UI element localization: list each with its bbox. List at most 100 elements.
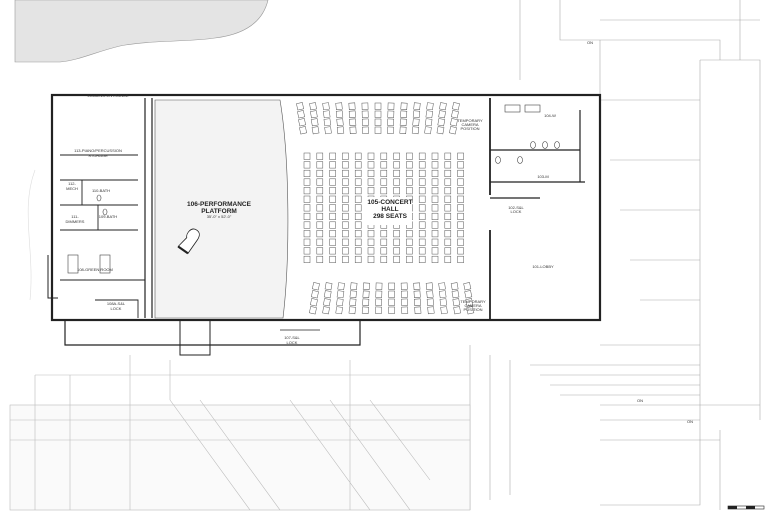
seat [438, 290, 447, 299]
grand-piano-icon [177, 228, 200, 255]
seat [406, 169, 413, 177]
seat [457, 178, 464, 186]
seat [296, 102, 304, 111]
seat [329, 152, 336, 160]
seat [367, 255, 375, 263]
site-hatched-area [14, 0, 269, 63]
seat [316, 221, 324, 229]
label-men: 103-M [537, 174, 548, 179]
seat [388, 306, 395, 314]
seat [418, 212, 426, 220]
seat [418, 187, 426, 195]
label-platform: 106-PERFORMANCE [187, 201, 252, 208]
seat [450, 282, 459, 291]
seat [380, 152, 388, 160]
seat [316, 178, 324, 186]
seat [354, 187, 362, 195]
seat [440, 306, 448, 315]
seat [329, 221, 336, 229]
label-mech: 112- [68, 181, 76, 186]
seat [342, 204, 349, 212]
seat [388, 282, 395, 290]
seat [374, 126, 382, 134]
seat [335, 102, 343, 111]
seat [374, 118, 382, 126]
seat [418, 161, 426, 169]
seat [452, 102, 460, 111]
seat [335, 306, 343, 315]
seat [323, 118, 332, 127]
seat [367, 178, 375, 186]
seat [311, 290, 319, 299]
seat [388, 290, 395, 298]
seat [342, 178, 349, 186]
seat [387, 102, 395, 110]
seat [393, 255, 400, 263]
seat [406, 152, 413, 160]
seat [413, 282, 421, 290]
label-loading: LOADING ENTRANCE [87, 93, 128, 98]
label-lock102-2: LOCK [511, 209, 522, 214]
seat [342, 169, 349, 177]
seat [464, 290, 473, 299]
seat [406, 161, 413, 169]
seat [342, 255, 349, 263]
seat [401, 290, 408, 298]
seat [324, 126, 332, 135]
seat [342, 161, 349, 169]
seat [393, 178, 400, 186]
label-lock107: 107-S&L [284, 335, 300, 340]
seat [393, 238, 400, 246]
room-labels: LOADING ENTRANCE 113-PIANO/PERCUSSION ST… [66, 40, 694, 424]
label-lock108a-2: LOCK [111, 306, 122, 311]
seat [427, 306, 435, 315]
seat [431, 221, 439, 229]
label-mech-2: MECH [66, 186, 78, 191]
seat [303, 230, 311, 238]
seat [354, 230, 362, 238]
seat [336, 126, 345, 135]
label-lock108a: 108A-S&L [107, 301, 126, 306]
seat [354, 161, 362, 169]
seat [303, 178, 311, 186]
seat [418, 204, 426, 212]
seat [431, 161, 439, 169]
seat [406, 255, 413, 263]
label-lock102: 102-S&L [508, 205, 524, 210]
seat [303, 238, 311, 246]
seat [309, 102, 317, 111]
label-dimmers: 111- [71, 214, 79, 219]
seat [413, 290, 421, 298]
seat [374, 102, 382, 110]
label-dimmers-2: DIMMERS [66, 219, 85, 224]
seat [349, 298, 357, 307]
label-green-room: 108-GREEN ROOM [77, 267, 113, 272]
seat [401, 298, 408, 306]
seat [303, 204, 311, 212]
seat [438, 110, 446, 119]
label-camera-top-3: POSITION [460, 126, 479, 131]
seat [361, 102, 369, 110]
label-camera-bottom-3: POSITION [463, 307, 482, 312]
seat [316, 204, 324, 212]
seat [465, 298, 474, 307]
seat [309, 306, 317, 315]
label-hall-2: HALL [381, 206, 398, 213]
seat [342, 152, 349, 160]
seat [329, 212, 336, 220]
seat [426, 298, 435, 307]
seat [418, 255, 426, 263]
seat [431, 178, 439, 186]
seat [387, 110, 395, 118]
label-lock107-2: LOCK [287, 340, 298, 345]
seat [425, 282, 434, 291]
seat [367, 238, 375, 246]
seat [457, 195, 464, 203]
seat [418, 230, 426, 238]
seat [342, 187, 349, 195]
seat [437, 118, 446, 127]
seat [367, 187, 375, 195]
seat [412, 110, 421, 119]
seat [375, 306, 382, 314]
seat [431, 230, 439, 238]
